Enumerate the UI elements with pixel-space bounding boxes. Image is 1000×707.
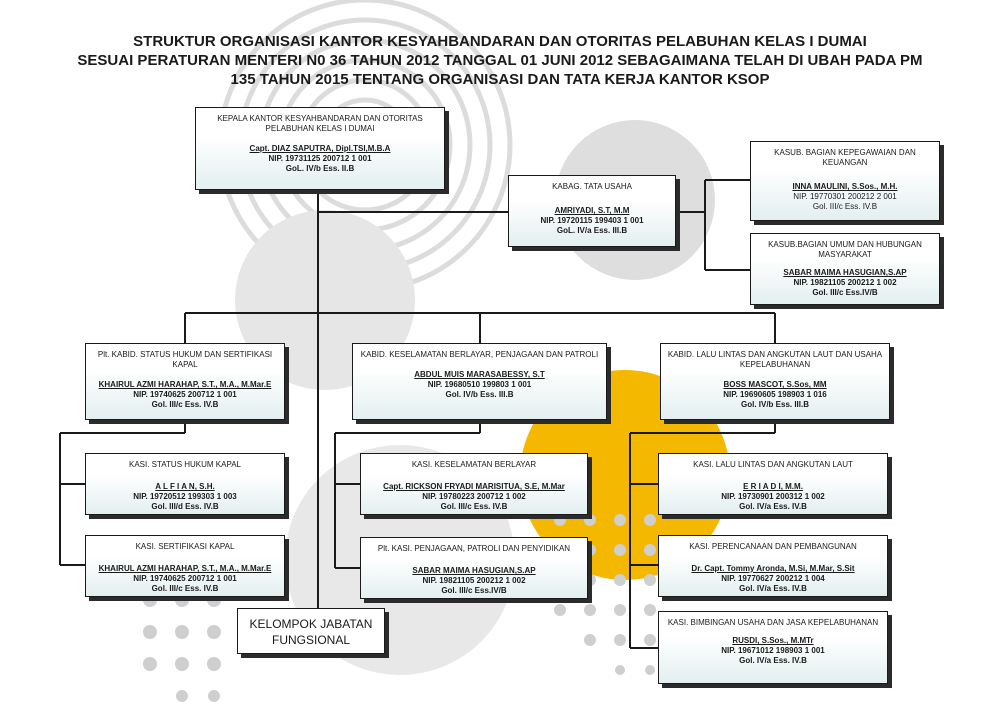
official-name: RUSDI, S.Sos., M.MTr xyxy=(732,636,814,645)
official-grade: Gol. III/c Ess. IV.B xyxy=(812,202,878,211)
kelompok-jabatan-fungsional-box: KELOMPOK JABATAN FUNGSIONAL xyxy=(237,608,385,654)
position-title: KASI. KESELAMATAN BERLAYAR xyxy=(411,460,537,469)
position-title: KASI. LALU LINTAS DAN ANGKUTAN LAUT xyxy=(693,460,853,469)
official-name: SABAR MAIMA HASUGIAN,S.AP xyxy=(783,268,907,277)
official-nip: NIP. 19720512 199303 1 003 xyxy=(133,492,237,501)
title-line-3: 135 TAHUN 2015 TENTANG ORGANISASI DAN TA… xyxy=(230,71,770,88)
official-name: SABAR MAIMA HASUGIAN,S.AP xyxy=(412,566,536,575)
position-title: KASI. BIMBINGAN USAHA DAN JASA KEPELABUH… xyxy=(667,618,879,627)
kabid-lalu-lintas-box: KABID. LALU LINTAS DAN ANGKUTAN LAUT DAN… xyxy=(660,343,890,420)
kepala-kantor-box: KEPALA KANTOR KESYAHBANDARAN DAN OTORITA… xyxy=(195,107,445,190)
position-title: KASI. STATUS HUKUM KAPAL xyxy=(128,460,242,469)
title-line-2: SESUAI PERATURAN MENTERI N0 36 TAHUN 201… xyxy=(77,52,923,69)
page-title: STRUKTUR ORGANISASI KANTOR KESYAHBANDARA… xyxy=(0,32,1000,89)
position-title: KABID. KESELAMATAN BERLAYAR, PENJAGAAN D… xyxy=(360,350,599,359)
title-line-1: STRUKTUR ORGANISASI KANTOR KESYAHBANDARA… xyxy=(133,33,867,50)
kjf-line-1: KELOMPOK JABATAN xyxy=(249,617,373,631)
official-nip: NIP. 19730901 200312 1 002 xyxy=(721,492,825,501)
kjf-line-2: FUNGSIONAL xyxy=(271,633,350,647)
position-title: Plt. KASI. PENJAGAAN, PATROLI DAN PENYID… xyxy=(377,544,571,553)
yellow-circle xyxy=(520,370,730,580)
position-title: KASI. SERTIFIKASI KAPAL xyxy=(135,542,235,551)
official-nip: NIP. 19720115 199403 1 001 xyxy=(540,216,644,225)
official-nip: NIP. 19770301 200212 2 001 xyxy=(793,192,897,201)
official-nip: NIP. 19821105 200212 1 002 xyxy=(793,278,897,287)
kasi-perencanaan-box: KASI. PERENCANAAN DAN PEMBANGUNAN Dr. Ca… xyxy=(658,535,888,597)
official-grade: Gol. III/c Ess. IV.B xyxy=(151,400,219,409)
official-nip: NIP. 19690605 198903 1 016 xyxy=(723,390,827,399)
position-title: KASUB. BAGIAN KEPEGAWAIAN DAN KEUANGAN xyxy=(774,148,916,167)
kasi-penjagaan-box: Plt. KASI. PENJAGAAN, PATROLI DAN PENYID… xyxy=(360,537,588,599)
official-grade: Gol. IV/a Ess. IV.B xyxy=(739,584,807,593)
official-nip: NIP. 19731125 200712 1 001 xyxy=(268,154,372,163)
position-title: KASUB.BAGIAN UMUM DAN HUBUNGAN MASYARAKA… xyxy=(768,240,922,259)
kasi-sertifikasi-box: KASI. SERTIFIKASI KAPAL KHAIRUL AZMI HAR… xyxy=(85,535,285,597)
official-grade: Gol. III/c Ess.IV/B xyxy=(441,586,507,595)
position-title: KASI. PERENCANAAN DAN PEMBANGUNAN xyxy=(689,542,857,551)
official-grade: Gol. III/c Ess. IV.B xyxy=(151,584,219,593)
official-nip: NIP. 19740625 200712 1 001 xyxy=(133,574,237,583)
official-nip: NIP. 19770627 200212 1 004 xyxy=(721,574,825,583)
kasi-bimbingan-box: KASI. BIMBINGAN USAHA DAN JASA KEPELABUH… xyxy=(658,611,888,684)
official-grade: GoL. IV/b Ess. II.B xyxy=(285,164,355,173)
kasi-keselamatan-box: KASI. KESELAMATAN BERLAYAR Capt. RICKSON… xyxy=(360,453,588,515)
official-name: Capt. DIAZ SAPUTRA, Dipl.TSI,M.B.A xyxy=(249,144,391,153)
official-name: Dr. Capt. Tommy Aronda, M.Si, M.Mar, S.S… xyxy=(691,564,855,573)
official-nip: NIP. 19740625 200712 1 001 xyxy=(133,390,237,399)
official-grade: Gol. IV/a Ess. IV.B xyxy=(739,502,807,511)
position-title: Plt. KABID. STATUS HUKUM DAN SERTIFIKASI… xyxy=(97,350,273,369)
kabag-tata-usaha-box: KABAG. TATA USAHA AMRIYADI, S.T, M.M NIP… xyxy=(508,175,676,247)
official-grade: Gol. III/c Ess.IV/B xyxy=(812,288,878,297)
position-title: KABID. LALU LINTAS DAN ANGKUTAN LAUT DAN… xyxy=(667,350,883,369)
official-name: AMRIYADI, S.T, M.M xyxy=(554,206,630,215)
official-name: ABDUL MUIS MARASABESSY, S.T xyxy=(414,370,545,379)
official-grade: GoL. IV/a Ess. III.B xyxy=(556,226,628,235)
official-name: Capt. RICKSON FRYADI MARISITUA, S.E, M.M… xyxy=(383,482,565,491)
kasi-lalu-lintas-box: KASI. LALU LINTAS DAN ANGKUTAN LAUT E R … xyxy=(658,453,888,515)
official-grade: Gol. IV/b Ess. III.B xyxy=(445,390,514,399)
kabid-status-hukum-box: Plt. KABID. STATUS HUKUM DAN SERTIFIKASI… xyxy=(85,343,285,420)
official-nip: NIP. 19671012 198903 1 001 xyxy=(721,646,825,655)
official-grade: Gol. IV/a Ess. IV.B xyxy=(739,656,807,665)
official-name: INNA MAULINI, S.Sos., M.H. xyxy=(792,182,898,191)
dot-pattern xyxy=(143,514,656,702)
position-title: KEPALA KANTOR KESYAHBANDARAN DAN OTORITA… xyxy=(217,114,423,133)
official-grade: Gol. III/c Ess. IV.B xyxy=(440,502,508,511)
official-grade: Gol. III/d Ess. IV.B xyxy=(151,502,219,511)
official-name: KHAIRUL AZMI HARAHAP, S.T., M.A., M.Mar.… xyxy=(98,380,272,389)
position-title: KABAG. TATA USAHA xyxy=(552,182,632,191)
kasub-umum-humas-box: KASUB.BAGIAN UMUM DAN HUBUNGAN MASYARAKA… xyxy=(750,233,940,305)
official-nip: NIP. 19780223 200712 1 002 xyxy=(422,492,526,501)
official-nip: NIP. 19821105 200212 1 002 xyxy=(422,576,526,585)
kasub-kepegawaian-box: KASUB. BAGIAN KEPEGAWAIAN DAN KEUANGAN I… xyxy=(750,141,940,221)
official-name: KHAIRUL AZMI HARAHAP, S.T., M.A., M.Mar.… xyxy=(98,564,272,573)
kabid-keselamatan-box: KABID. KESELAMATAN BERLAYAR, PENJAGAAN D… xyxy=(352,343,607,420)
official-name: A L F I A N, S.H. xyxy=(155,482,215,491)
official-grade: Gol. IV/b Ess. III.B xyxy=(740,400,809,409)
kasi-status-hukum-box: KASI. STATUS HUKUM KAPAL A L F I A N, S.… xyxy=(85,453,285,515)
official-nip: NIP. 19680510 199803 1 001 xyxy=(427,380,532,389)
official-name: BOSS MASCOT, S.Sos, MM xyxy=(723,380,827,389)
official-name: E R I A D I, M.M. xyxy=(743,482,803,491)
